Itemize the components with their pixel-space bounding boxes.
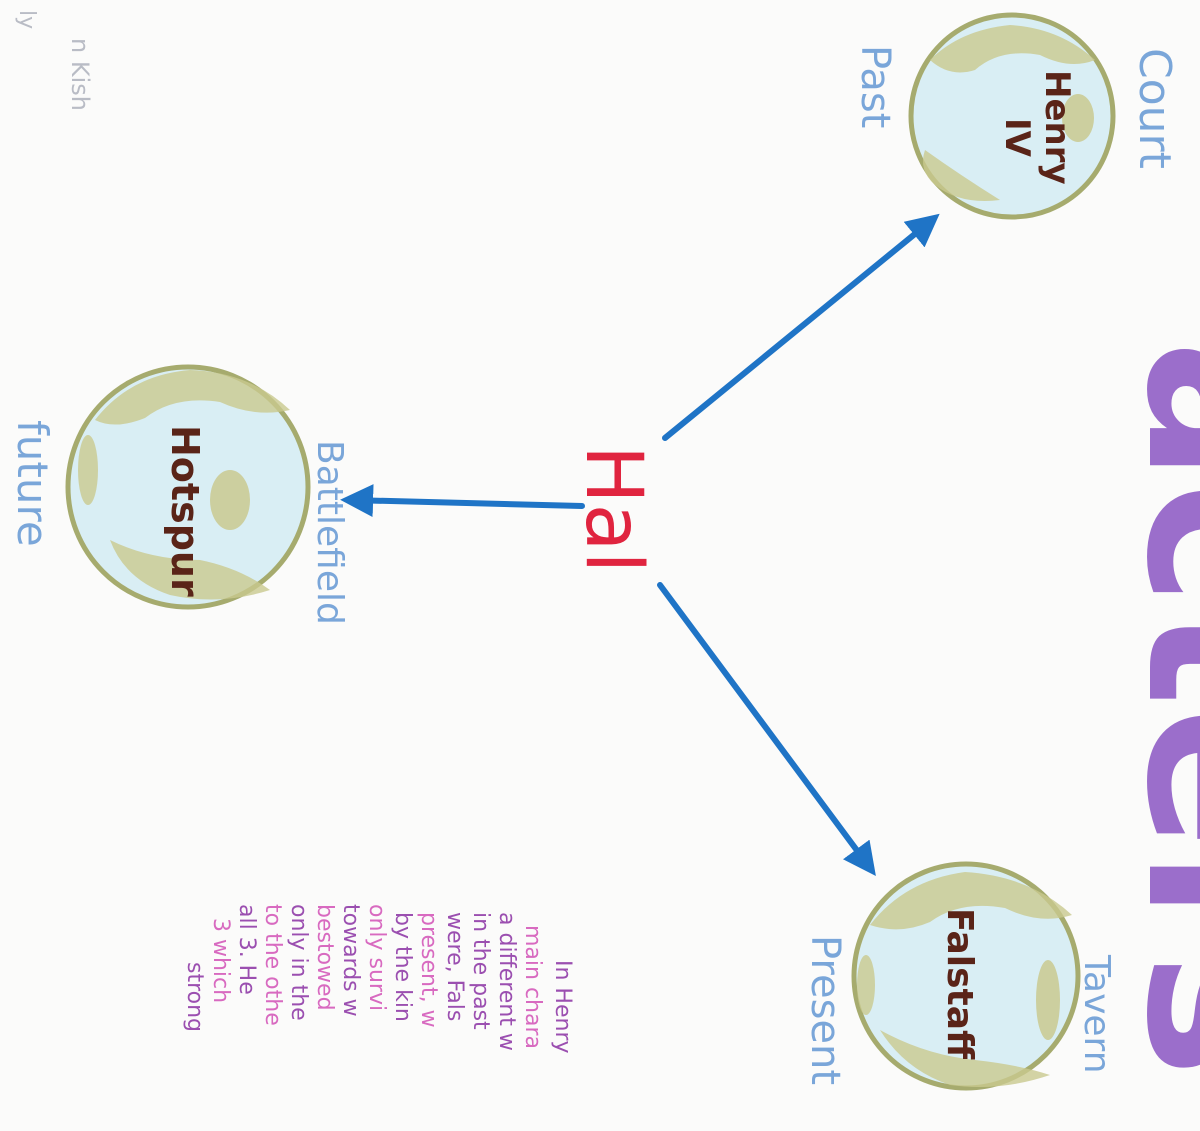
note-line: present, w <box>416 912 441 1028</box>
planet-hotspur-globe <box>65 364 311 610</box>
planet-henry-land <box>922 150 1000 201</box>
time-label-present: Present <box>802 935 848 1085</box>
place-label-tavern: Tavern <box>1076 954 1117 1074</box>
planet-henry: Henry IV <box>908 12 1116 220</box>
planet-henry-name-line1: Henry <box>1037 70 1077 185</box>
planet-hotspur-land <box>78 435 98 505</box>
note-line: a different w <box>494 912 519 1051</box>
arrow-hal-to-falstaff <box>657 582 876 876</box>
note-line: bestowed <box>312 904 337 1011</box>
note-line: were, Fals <box>442 912 467 1021</box>
planet-hotspur-land <box>110 540 270 600</box>
note-line: by the kin <box>390 912 415 1022</box>
time-label-past: Past <box>852 45 898 128</box>
note-line: to the othe <box>260 904 285 1026</box>
planet-hotspur-land <box>210 470 250 530</box>
note-line: only survi <box>364 904 389 1011</box>
margin-note-line1: n Kish <box>66 38 94 111</box>
arrow-hal-to-henry <box>662 213 940 441</box>
margin-note-line2: ly <box>14 10 39 29</box>
arrow-hal-to-hotspur <box>340 484 585 518</box>
planet-falstaff-land <box>1036 960 1060 1040</box>
planet-falstaff-land <box>857 955 875 1015</box>
note-line: only in the <box>286 904 311 1021</box>
place-label-court: Court <box>1129 48 1180 169</box>
note-line: main chara <box>520 925 545 1049</box>
note-line: In Henry <box>550 960 575 1054</box>
planet-hotspur-name: Hotspur <box>163 425 207 597</box>
title-fragment: acters <box>1100 340 1200 1078</box>
center-label-hal: Hal <box>568 445 658 573</box>
note-line: all 3. He <box>234 904 259 995</box>
planet-falstaff: Falstaff <box>851 861 1081 1091</box>
planet-henry-land <box>1062 94 1094 142</box>
handwritten-note: In Henry main chara a different w in the… <box>182 904 575 1054</box>
planet-falstaff-land <box>870 872 1072 930</box>
place-label-battlefield: Battlefield <box>309 440 350 625</box>
note-line: 3 which <box>208 918 233 1003</box>
time-label-future: future <box>8 420 57 547</box>
planet-henry-land <box>930 25 1095 73</box>
planet-hotspur-land <box>95 370 290 425</box>
planet-hotspur: Hotspur <box>65 364 311 610</box>
planet-henry-name-line2: IV <box>997 118 1037 158</box>
planet-falstaff-land <box>880 1030 1050 1088</box>
note-line: towards w <box>338 904 363 1017</box>
planet-falstaff-name: Falstaff <box>939 908 980 1060</box>
note-line: in the past <box>468 912 493 1030</box>
note-line: strong <box>182 962 207 1032</box>
